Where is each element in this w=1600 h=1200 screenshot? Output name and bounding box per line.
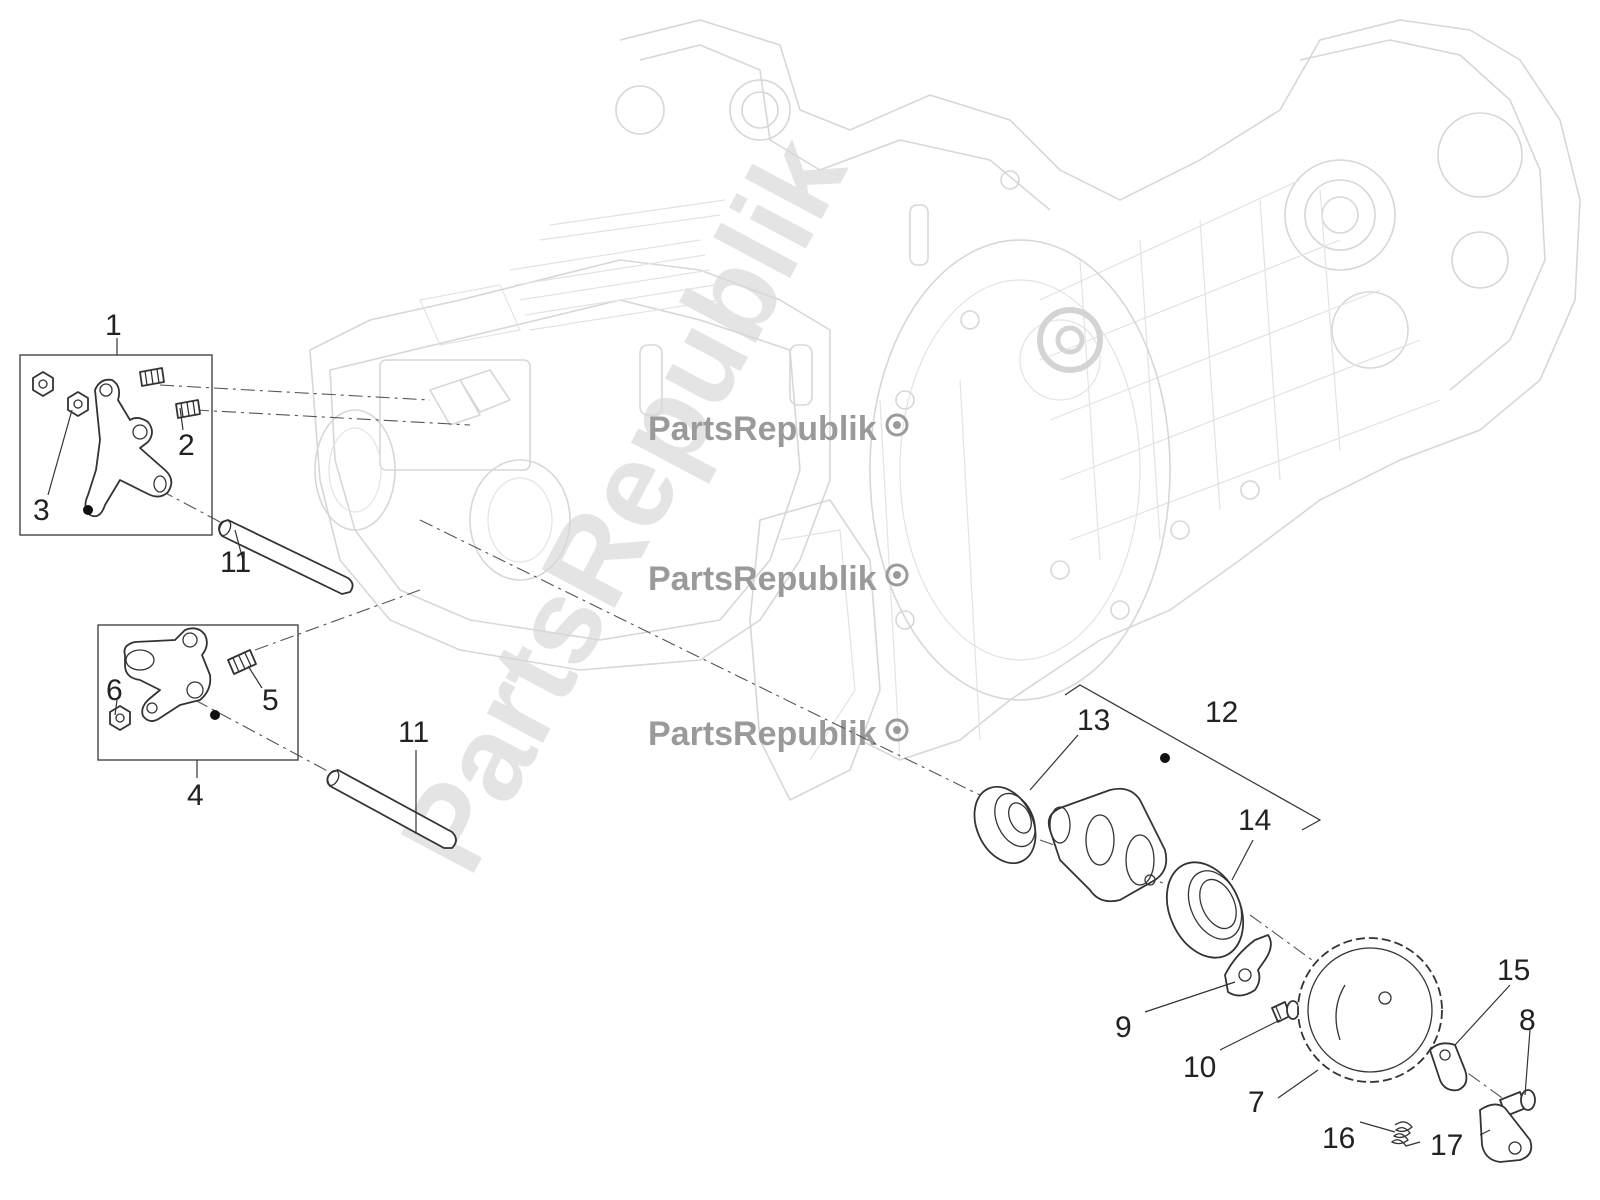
rocker-shaft-lower	[326, 769, 457, 849]
bolt-10	[1271, 1000, 1300, 1023]
nut	[67, 391, 89, 417]
bearing-14	[1165, 861, 1245, 959]
watermark-large: PartsRepublik	[375, 117, 872, 893]
callout-10: 10	[1183, 1051, 1216, 1084]
callout-6: 6	[106, 674, 123, 707]
callout-3: 3	[33, 494, 50, 527]
cam-sprocket-7	[1297, 937, 1443, 1083]
decompressor-weight-15	[1429, 1042, 1468, 1092]
callout-8: 8	[1519, 1004, 1536, 1037]
rocker-arm	[123, 627, 212, 722]
callout-16: 16	[1322, 1122, 1355, 1155]
camshaft-group-12	[973, 684, 1322, 959]
callout-9: 9	[1115, 1011, 1132, 1044]
rocker-arm-group-1	[19, 354, 213, 536]
watermark-brand-2: PartsRepublik	[648, 560, 909, 598]
watermark-brand-1: PartsRepublik	[648, 410, 909, 448]
gear-icon	[885, 563, 909, 587]
callout-5: 5	[262, 684, 279, 717]
gear-icon	[885, 718, 909, 742]
rocker-arm	[84, 378, 173, 518]
leader-lines	[47, 338, 1531, 1136]
callout-13: 13	[1077, 704, 1110, 737]
assembly-dot	[210, 710, 220, 720]
callout-11-upper: 11	[220, 546, 251, 579]
adjuster-screw	[175, 399, 201, 419]
callout-11-lower: 11	[398, 716, 429, 749]
retaining-plate-9	[1224, 934, 1272, 997]
gear-icon	[885, 413, 909, 437]
watermark-brand-text: PartsRepublik	[648, 560, 877, 598]
callout-15: 15	[1497, 954, 1530, 987]
adjuster-screw	[139, 367, 165, 387]
watermark-brand-text: PartsRepublik	[648, 715, 877, 753]
watermark-gear-large	[1037, 307, 1103, 373]
watermark-brand-3: PartsRepublik	[648, 715, 909, 753]
callout-labels: 1 2 3 4 5 6 7 8 9 10 11 11 12 13 14 15 1…	[33, 309, 1536, 1162]
callout-1: 1	[105, 309, 122, 342]
group-box	[97, 624, 299, 761]
rocker-shaft-upper	[218, 519, 354, 595]
bearing-13	[973, 785, 1037, 865]
adjuster-screw	[227, 649, 257, 675]
engine-crankcase	[309, 19, 1581, 801]
nut	[32, 371, 54, 397]
assembly-dot	[1160, 753, 1170, 763]
watermark-large-text: PartsRepublik	[375, 117, 872, 893]
camshaft	[1047, 753, 1170, 903]
callout-2: 2	[178, 429, 195, 462]
rocker-arm-group-4	[97, 624, 299, 761]
callout-12: 12	[1205, 696, 1238, 729]
assembly-dot	[83, 505, 93, 515]
callout-17: 17	[1430, 1129, 1463, 1162]
decompressor-cam-17	[1479, 1103, 1533, 1163]
group-box	[19, 354, 213, 536]
nut	[109, 705, 131, 731]
watermark-brand-text: PartsRepublik	[648, 410, 877, 448]
callout-7: 7	[1248, 1086, 1265, 1119]
callout-4: 4	[187, 779, 204, 812]
spring-16	[1390, 1121, 1421, 1147]
callout-14: 14	[1238, 804, 1271, 837]
